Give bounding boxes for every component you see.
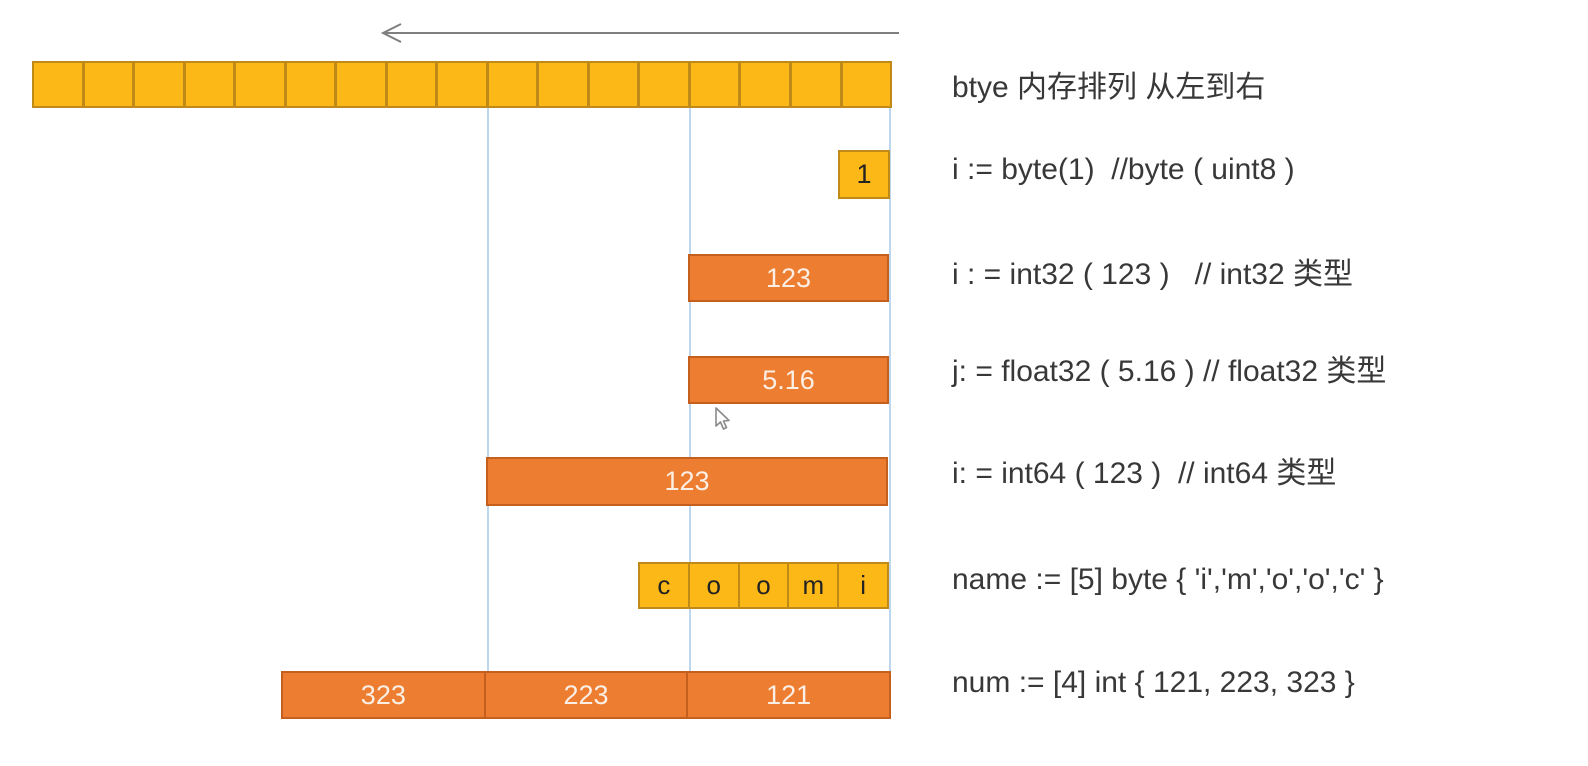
int32-value-block: 123 bbox=[688, 254, 889, 302]
memory-cell bbox=[537, 61, 589, 108]
memory-cell bbox=[486, 61, 539, 108]
annotation-byte-order: btye 内存排列 从左到右 bbox=[952, 71, 1266, 104]
memory-cell bbox=[385, 61, 438, 108]
memory-cell bbox=[32, 61, 84, 108]
float32-value-block: 5.16 bbox=[688, 356, 889, 404]
memory-cell bbox=[284, 61, 337, 108]
memory-cell bbox=[638, 61, 690, 108]
memory-cell bbox=[739, 61, 791, 108]
memory-cell bbox=[840, 61, 893, 108]
name-byte-cell: c bbox=[638, 562, 690, 609]
memory-cell bbox=[335, 61, 387, 108]
memory-cell bbox=[587, 61, 640, 108]
annotation-num-decl: num := [4] int { 121, 223, 323 } bbox=[952, 666, 1355, 699]
num-int-cell: 121 bbox=[686, 671, 892, 719]
int32-value: 123 bbox=[765, 262, 812, 293]
guide-line-int64-boundary bbox=[487, 108, 489, 676]
annotation-int32-decl: i : = int32 ( 123 ) // int32 类型 bbox=[952, 258, 1354, 291]
num-int-cell: 223 bbox=[483, 671, 689, 719]
annotation-byte-decl: i := byte(1) //byte ( uint8 ) bbox=[952, 153, 1295, 186]
memory-cell bbox=[133, 61, 185, 108]
annotation-name-decl: name := [5] byte { 'i','m','o','o','c' } bbox=[952, 563, 1384, 596]
mouse-cursor-icon bbox=[715, 407, 730, 430]
int64-value: 123 bbox=[664, 466, 710, 496]
memory-cell bbox=[183, 61, 236, 108]
memory-cell bbox=[436, 61, 488, 108]
name-byte-cell: o bbox=[737, 562, 790, 609]
num-int-cell: 323 bbox=[281, 671, 486, 719]
memory-cell bbox=[688, 61, 741, 108]
name-byte-cell: m bbox=[787, 562, 840, 609]
name-byte-cell: i bbox=[837, 562, 889, 609]
annotation-int64-decl: i: = int64 ( 123 ) // int64 类型 bbox=[952, 457, 1337, 490]
left-arrow-icon bbox=[380, 23, 899, 43]
float32-value: 5.16 bbox=[762, 364, 815, 395]
memory-cell bbox=[82, 61, 135, 108]
int64-value-block: 123 bbox=[486, 457, 888, 506]
byte-value-block: 1 bbox=[838, 150, 890, 199]
byte-value: 1 bbox=[856, 159, 872, 189]
name-byte-cell: o bbox=[687, 562, 740, 609]
memory-cell bbox=[234, 61, 286, 108]
annotation-float32-decl: j: = float32 ( 5.16 ) // float32 类型 bbox=[952, 355, 1387, 388]
memory-cell bbox=[789, 61, 842, 108]
memory-cell-row bbox=[32, 61, 893, 108]
guide-line-right-boundary bbox=[889, 108, 891, 676]
